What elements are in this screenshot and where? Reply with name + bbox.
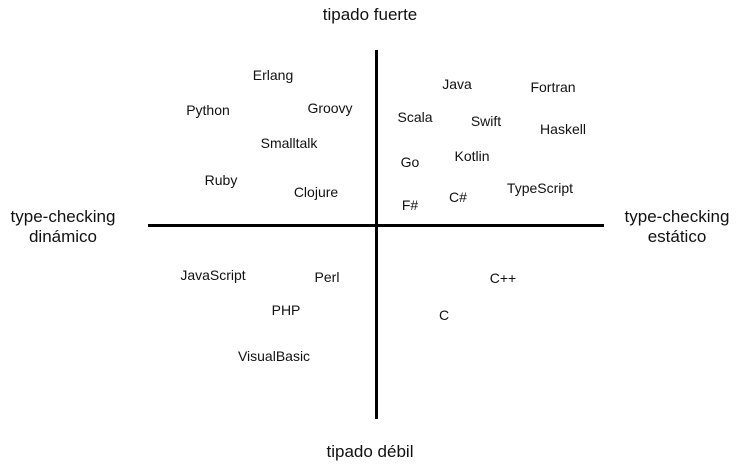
language-label-php: PHP: [271, 302, 301, 318]
language-label-haskell: Haskell: [540, 121, 586, 137]
vertical-axis-line: [375, 50, 378, 419]
language-label-smalltalk: Smalltalk: [260, 135, 318, 151]
axis-label-left: type-checking dinámico: [0, 207, 126, 247]
language-label-perl: Perl: [314, 269, 340, 285]
axis-label-right-line2: estático: [647, 227, 707, 246]
language-label-go: Go: [400, 154, 420, 170]
language-label-ruby: Ruby: [204, 172, 238, 188]
axis-label-right: type-checking estático: [614, 207, 740, 247]
language-label-erlang: Erlang: [252, 67, 294, 83]
language-label-fortran: Fortran: [530, 79, 576, 95]
axis-label-right-line1: type-checking: [624, 207, 730, 226]
language-label-python: Python: [186, 102, 230, 118]
axis-label-left-line1: type-checking: [10, 207, 116, 226]
language-label-kotlin: Kotlin: [454, 148, 490, 164]
language-label-javascript: JavaScript: [180, 267, 246, 283]
language-label-typescript: TypeScript: [506, 180, 574, 196]
axis-label-top: tipado fuerte: [322, 5, 418, 24]
language-label-scala: Scala: [397, 109, 433, 125]
language-label-groovy: Groovy: [307, 100, 353, 116]
language-label-clojure: Clojure: [293, 184, 339, 200]
language-label-fsharp: F#: [401, 197, 419, 213]
language-label-csharp: C#: [449, 189, 467, 205]
language-label-c: C: [438, 307, 450, 323]
axis-label-left-line2: dinámico: [28, 227, 98, 246]
axis-label-bottom: tipado débil: [326, 442, 414, 461]
language-label-visualbasic: VisualBasic: [237, 348, 311, 364]
language-label-swift: Swift: [470, 113, 502, 129]
language-label-cpp: C++: [489, 270, 517, 286]
language-label-java: Java: [442, 76, 472, 92]
